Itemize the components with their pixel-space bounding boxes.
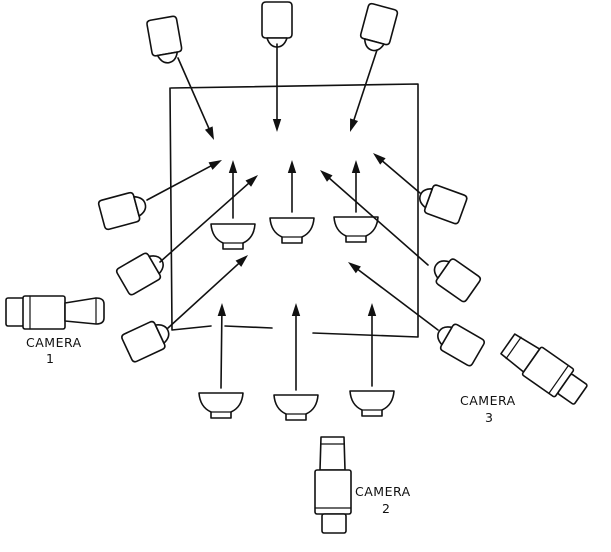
camera-2-icon xyxy=(314,436,352,534)
camera-3-number: 3 xyxy=(485,410,493,425)
arrow-outer-left xyxy=(217,303,227,389)
camera-1-label: CAMERA xyxy=(26,335,82,350)
camera-2-number: 2 xyxy=(382,501,390,516)
arrow-right-lower xyxy=(348,262,439,331)
set-outline xyxy=(169,83,419,338)
right-light-lower xyxy=(430,317,487,368)
bowl-outer-left xyxy=(198,392,244,419)
arrow-left-lower xyxy=(167,255,248,329)
arrow-inner-left xyxy=(228,160,238,219)
left-light-lower xyxy=(119,315,175,364)
arrow-top-left xyxy=(177,57,214,140)
arrow-right-upper xyxy=(373,153,421,194)
top-light-right xyxy=(356,2,399,55)
arrow-inner-center xyxy=(287,160,297,213)
camera-1-number: 1 xyxy=(46,351,54,366)
left-light-upper xyxy=(97,188,150,231)
top-light-center xyxy=(261,1,293,48)
bowl-outer-center xyxy=(273,394,319,421)
bowl-inner-left xyxy=(210,223,256,250)
camera-2-label: CAMERA xyxy=(355,484,411,499)
arrow-left-middle xyxy=(159,175,258,263)
camera-3-label: CAMERA xyxy=(460,393,516,408)
arrow-outer-center xyxy=(291,303,301,391)
arrow-right-middle xyxy=(320,170,429,266)
camera-1-icon xyxy=(5,295,105,330)
left-light-middle xyxy=(114,246,171,297)
bowl-inner-center xyxy=(269,217,315,244)
arrow-top-center xyxy=(272,43,282,132)
bowl-outer-right xyxy=(349,390,395,417)
light-direction-arrows xyxy=(146,43,439,391)
camera-3-icon xyxy=(500,333,588,405)
arrow-inner-right xyxy=(351,160,361,213)
arrow-top-right xyxy=(350,49,378,132)
arrow-outer-right xyxy=(367,303,377,387)
right-light-middle xyxy=(426,251,483,304)
right-light-upper xyxy=(414,180,469,226)
bowl-inner-right xyxy=(333,216,379,243)
arrow-left-upper xyxy=(146,160,222,201)
